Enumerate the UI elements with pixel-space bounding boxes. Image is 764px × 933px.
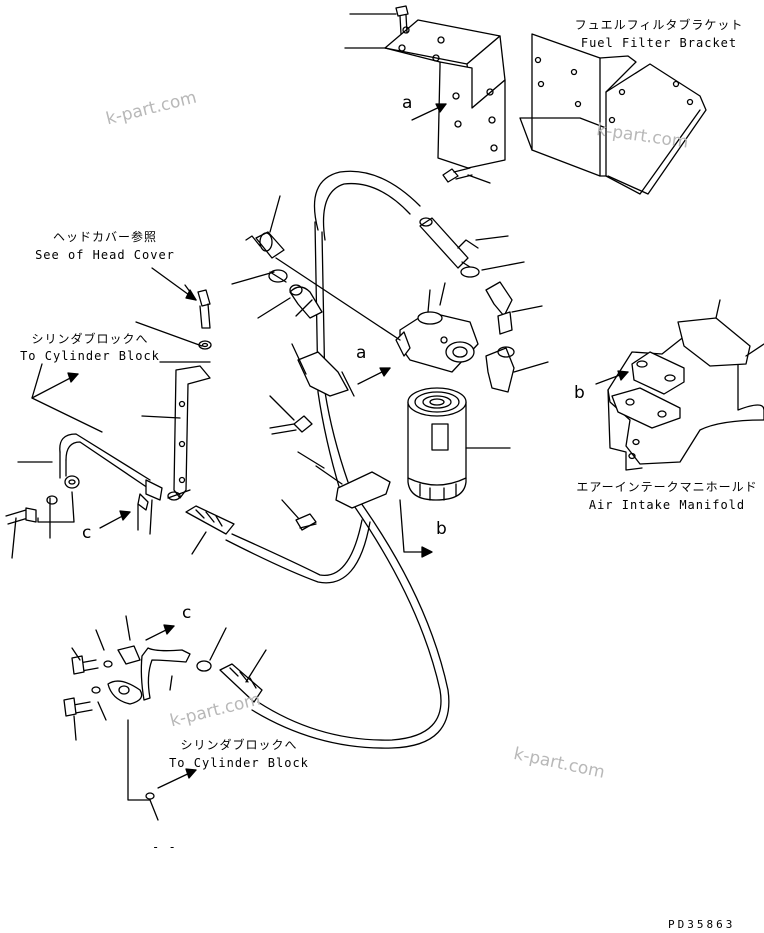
left-tube-bracket	[5, 361, 235, 559]
ref-c-bottom: c	[182, 603, 192, 623]
ref-a-top: a	[402, 93, 413, 113]
head-cover-label-jp: ヘッドカバー参照	[52, 230, 157, 244]
fuel-hoses	[225, 170, 479, 749]
reference-arrows	[31, 103, 629, 789]
ref-b-mid: b	[436, 519, 447, 539]
banjo-fittings	[245, 231, 513, 341]
head-cover-label-en: See of Head Cover	[35, 248, 175, 262]
air-intake-manifold	[607, 299, 764, 471]
drawing-code: PD35863	[668, 918, 736, 931]
fuel-filter-bracket-label-jp: フュエルフィルタブラケット	[574, 18, 744, 32]
ref-c-left: c	[82, 523, 92, 543]
ref-b-right: b	[574, 383, 585, 403]
air-intake-label-jp: エアーインテークマニホールド	[576, 480, 758, 494]
lower-tube	[63, 615, 267, 821]
support-bracket	[519, 33, 707, 195]
cylinder-block-upper-label-en: To Cylinder Block	[20, 349, 160, 363]
ref-a-mid: a	[356, 343, 367, 363]
filter-head	[395, 282, 549, 393]
cylinder-block-lower-label-en: To Cylinder Block	[169, 756, 309, 770]
fuel-filter-bracket	[344, 5, 506, 184]
cylinder-block-upper-label-jp: シリンダブロックへ	[31, 332, 149, 346]
air-intake-label-en: Air Intake Manifold	[588, 498, 746, 512]
cylinder-block-lower-label-jp: シリンダブロックへ	[180, 738, 298, 752]
filter-cartridge	[407, 387, 511, 501]
fuel-filter-bracket-label-en: Fuel Filter Bracket	[580, 36, 738, 50]
leader-lines	[135, 195, 543, 531]
dash-mark: - -	[152, 840, 177, 854]
